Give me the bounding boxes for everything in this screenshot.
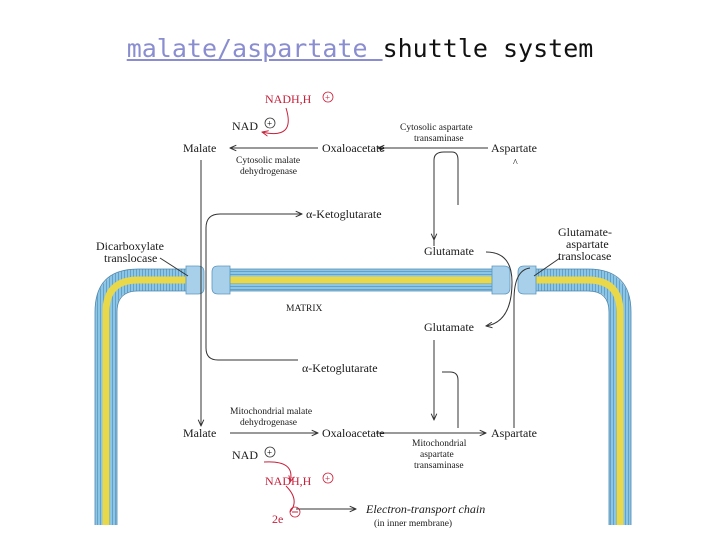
arrow-akg-export: [205, 214, 302, 361]
matrix-nad-label: NAD: [232, 448, 258, 462]
plus-charge-icon: [264, 117, 276, 129]
cyto-nad-label: NAD: [232, 119, 258, 133]
matrix-transaminase-label-2: aspartate: [420, 450, 454, 460]
pathway-arrows: [159, 148, 561, 509]
matrix-malate-label: Malate: [183, 426, 216, 440]
etc-label-1: Electron-transport chain: [365, 502, 485, 516]
inner-membrane-middle: [228, 268, 494, 292]
cofactor-arrows: [262, 107, 295, 513]
plus-sign: +: [267, 119, 272, 129]
matrix-nadh-label: NADH,H: [265, 474, 312, 488]
arrow-nadh-to-nad-cyto: [262, 107, 289, 134]
matrix-label: MATRIX: [286, 304, 323, 314]
pointer-glu-asp: [533, 257, 561, 277]
arrow-nad-to-nadh-matrix: [263, 461, 291, 482]
dicarboxylate-label-1: Dicarboxylate: [96, 239, 164, 253]
matrix-oxaloacetate-label: Oxaloacetate: [322, 426, 385, 440]
plus-charge-icon: [264, 446, 276, 458]
dicarboxylate-translocase-channel: [185, 265, 231, 295]
matrix-aspartate-label: Aspartate: [491, 426, 537, 440]
matrix-transaminase-label-1: Mitochondrial: [412, 439, 467, 449]
cyto-mdh-label-1: Cytosolic malate: [236, 156, 300, 166]
matrix-alpha-ketoglutarate-label: α-Ketoglutarate: [302, 361, 378, 375]
electrons-label: 2e: [272, 512, 283, 526]
matrix-transaminase-label-3: transaminase: [414, 461, 464, 471]
inner-membrane-right: [534, 268, 632, 525]
glu-asp-translocase-label-1: Glutamate-: [558, 225, 612, 239]
dicarboxylate-label-2: translocase: [104, 251, 157, 265]
arrow-glutamate-import: [486, 251, 513, 326]
plus-sign: +: [267, 448, 272, 458]
slide-title: malate/aspartate shuttle system: [0, 34, 720, 63]
caret-mark: ^: [513, 158, 518, 169]
cyto-nadh-label: NADH,H: [265, 92, 312, 106]
cyto-aspartate-label: Aspartate: [491, 141, 537, 155]
plus-sign: +: [325, 93, 330, 103]
title-link-text[interactable]: malate/aspartate: [126, 34, 383, 63]
title-plain-text: shuttle system: [382, 34, 594, 63]
cyto-transaminase-label-1: Cytosolic aspartate: [400, 123, 473, 133]
glu-asp-translocase-label-2: aspartate: [566, 237, 609, 251]
matrix-mdh-label-2: dehydrogenase: [240, 418, 297, 428]
cyto-oxaloacetate-label: Oxaloacetate: [322, 141, 385, 155]
pointer-dicarboxylate: [159, 257, 189, 277]
plus-charge-icon: [322, 472, 334, 484]
glu-asp-translocase-label-3: translocase: [558, 249, 611, 263]
cyto-glutamate-label: Glutamate: [424, 244, 474, 258]
matrix-glutamate-label: Glutamate: [424, 320, 474, 334]
cyto-transaminase-label-2: transaminase: [414, 134, 464, 144]
cyto-alpha-ketoglutarate-label: α-Ketoglutarate: [306, 207, 382, 221]
plus-charge-icon: [322, 91, 334, 103]
matrix-mdh-label-1: Mitochondrial malate: [230, 407, 312, 417]
loop-matrix-transaminase: [442, 371, 459, 428]
minus-charge-icon: [289, 506, 301, 518]
arrow-nadh-to-electrons: [285, 485, 295, 513]
loop-cyto-transaminase: [433, 151, 459, 246]
etc-label-2: (in inner membrane): [374, 518, 452, 529]
inner-membrane-left: [94, 268, 188, 525]
glutamate-aspartate-translocase-channel: [491, 265, 537, 295]
cyto-malate-label: Malate: [183, 141, 216, 155]
arrow-aspartate-export-line: [513, 267, 531, 428]
plus-sign: +: [325, 474, 330, 484]
cyto-mdh-label-2: dehydrogenase: [240, 167, 297, 177]
